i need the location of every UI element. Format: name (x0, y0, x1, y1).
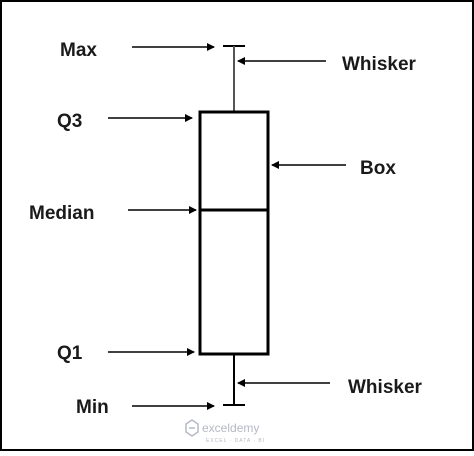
box-rect (198, 110, 270, 356)
label-whisker-bottom: Whisker (348, 377, 423, 398)
label-min: Min (76, 397, 109, 418)
watermark-brand: exceldemy (202, 421, 259, 435)
label-q1: Q1 (57, 343, 83, 364)
label-q3: Q3 (57, 111, 82, 132)
watermark: exceldemy EXCEL · DATA · BI (185, 419, 265, 444)
label-median: Median (29, 203, 94, 224)
label-box: Box (360, 158, 396, 179)
watermark-logo-icon (185, 419, 199, 437)
label-whisker-top: Whisker (342, 54, 417, 75)
watermark-tagline: EXCEL · DATA · BI (206, 438, 265, 444)
label-max: Max (60, 40, 97, 61)
box-plot (198, 45, 270, 406)
